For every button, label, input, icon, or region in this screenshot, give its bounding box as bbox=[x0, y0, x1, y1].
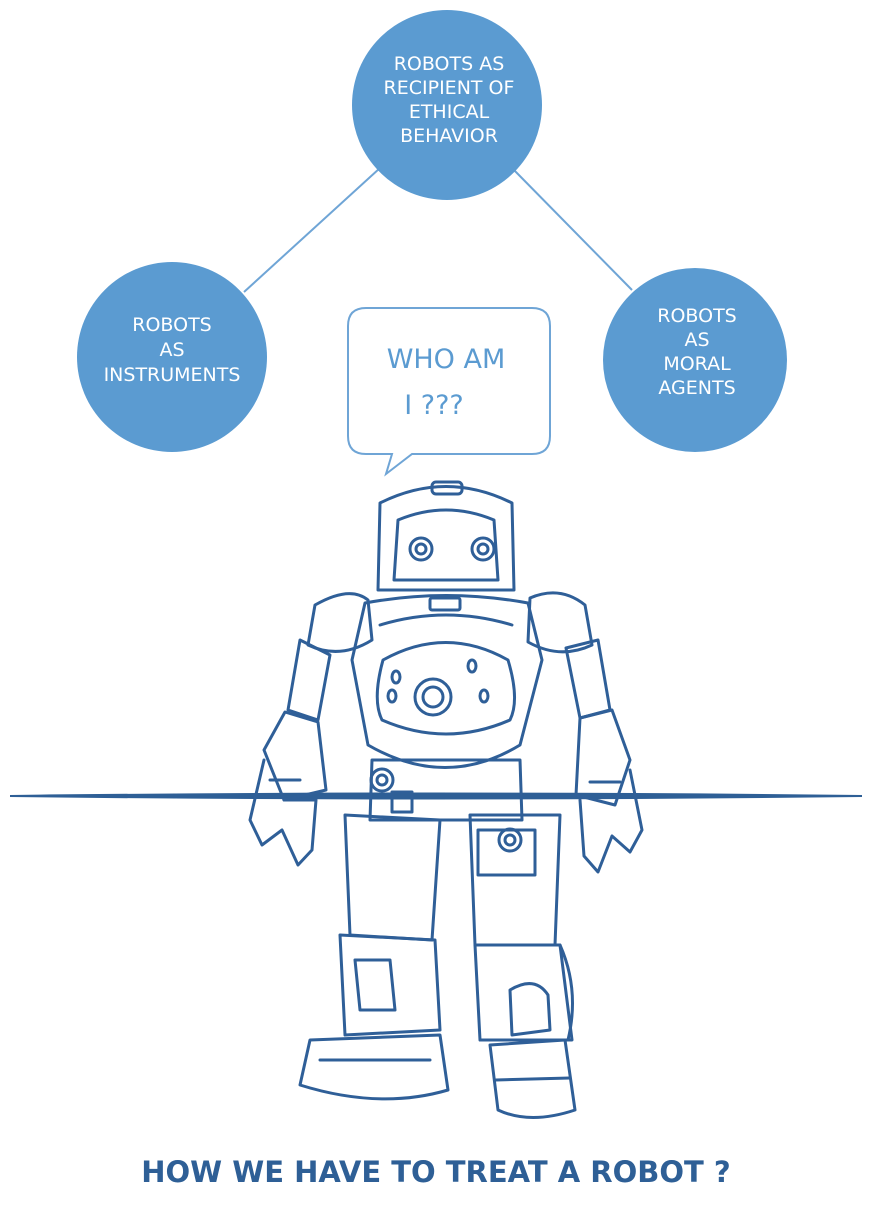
node-top-line-1: ROBOTS AS bbox=[394, 53, 505, 75]
node-top-line-4: BEHAVIOR bbox=[400, 125, 498, 147]
node-top-line-2: RECIPIENT OF bbox=[384, 77, 515, 99]
speech-bubble-line-1: WHO AM bbox=[387, 344, 506, 375]
ground-line bbox=[10, 792, 862, 800]
connector-top-left bbox=[243, 167, 381, 293]
node-right-line-2: AS bbox=[684, 329, 709, 351]
speech-bubble: WHO AM I ??? bbox=[347, 307, 551, 477]
speech-bubble-line-2: I ??? bbox=[404, 390, 464, 421]
robot-illustration-icon bbox=[248, 480, 644, 1119]
diagram-caption: HOW WE HAVE TO TREAT A ROBOT ? bbox=[141, 1155, 731, 1189]
node-top-line-3: ETHICAL bbox=[409, 101, 490, 123]
node-left: ROBOTS AS INSTRUMENTS bbox=[77, 262, 267, 452]
node-left-line-2: AS bbox=[159, 339, 184, 361]
node-left-line-3: INSTRUMENTS bbox=[104, 364, 241, 386]
node-right-line-4: AGENTS bbox=[658, 377, 735, 399]
node-right: ROBOTS AS MORAL AGENTS bbox=[603, 268, 787, 452]
node-top: ROBOTS AS RECIPIENT OF ETHICAL BEHAVIOR bbox=[352, 10, 542, 200]
node-right-line-1: ROBOTS bbox=[657, 305, 736, 327]
connector-top-right bbox=[511, 167, 633, 291]
node-right-line-3: MORAL bbox=[663, 353, 731, 375]
node-left-line-1: ROBOTS bbox=[132, 314, 211, 336]
